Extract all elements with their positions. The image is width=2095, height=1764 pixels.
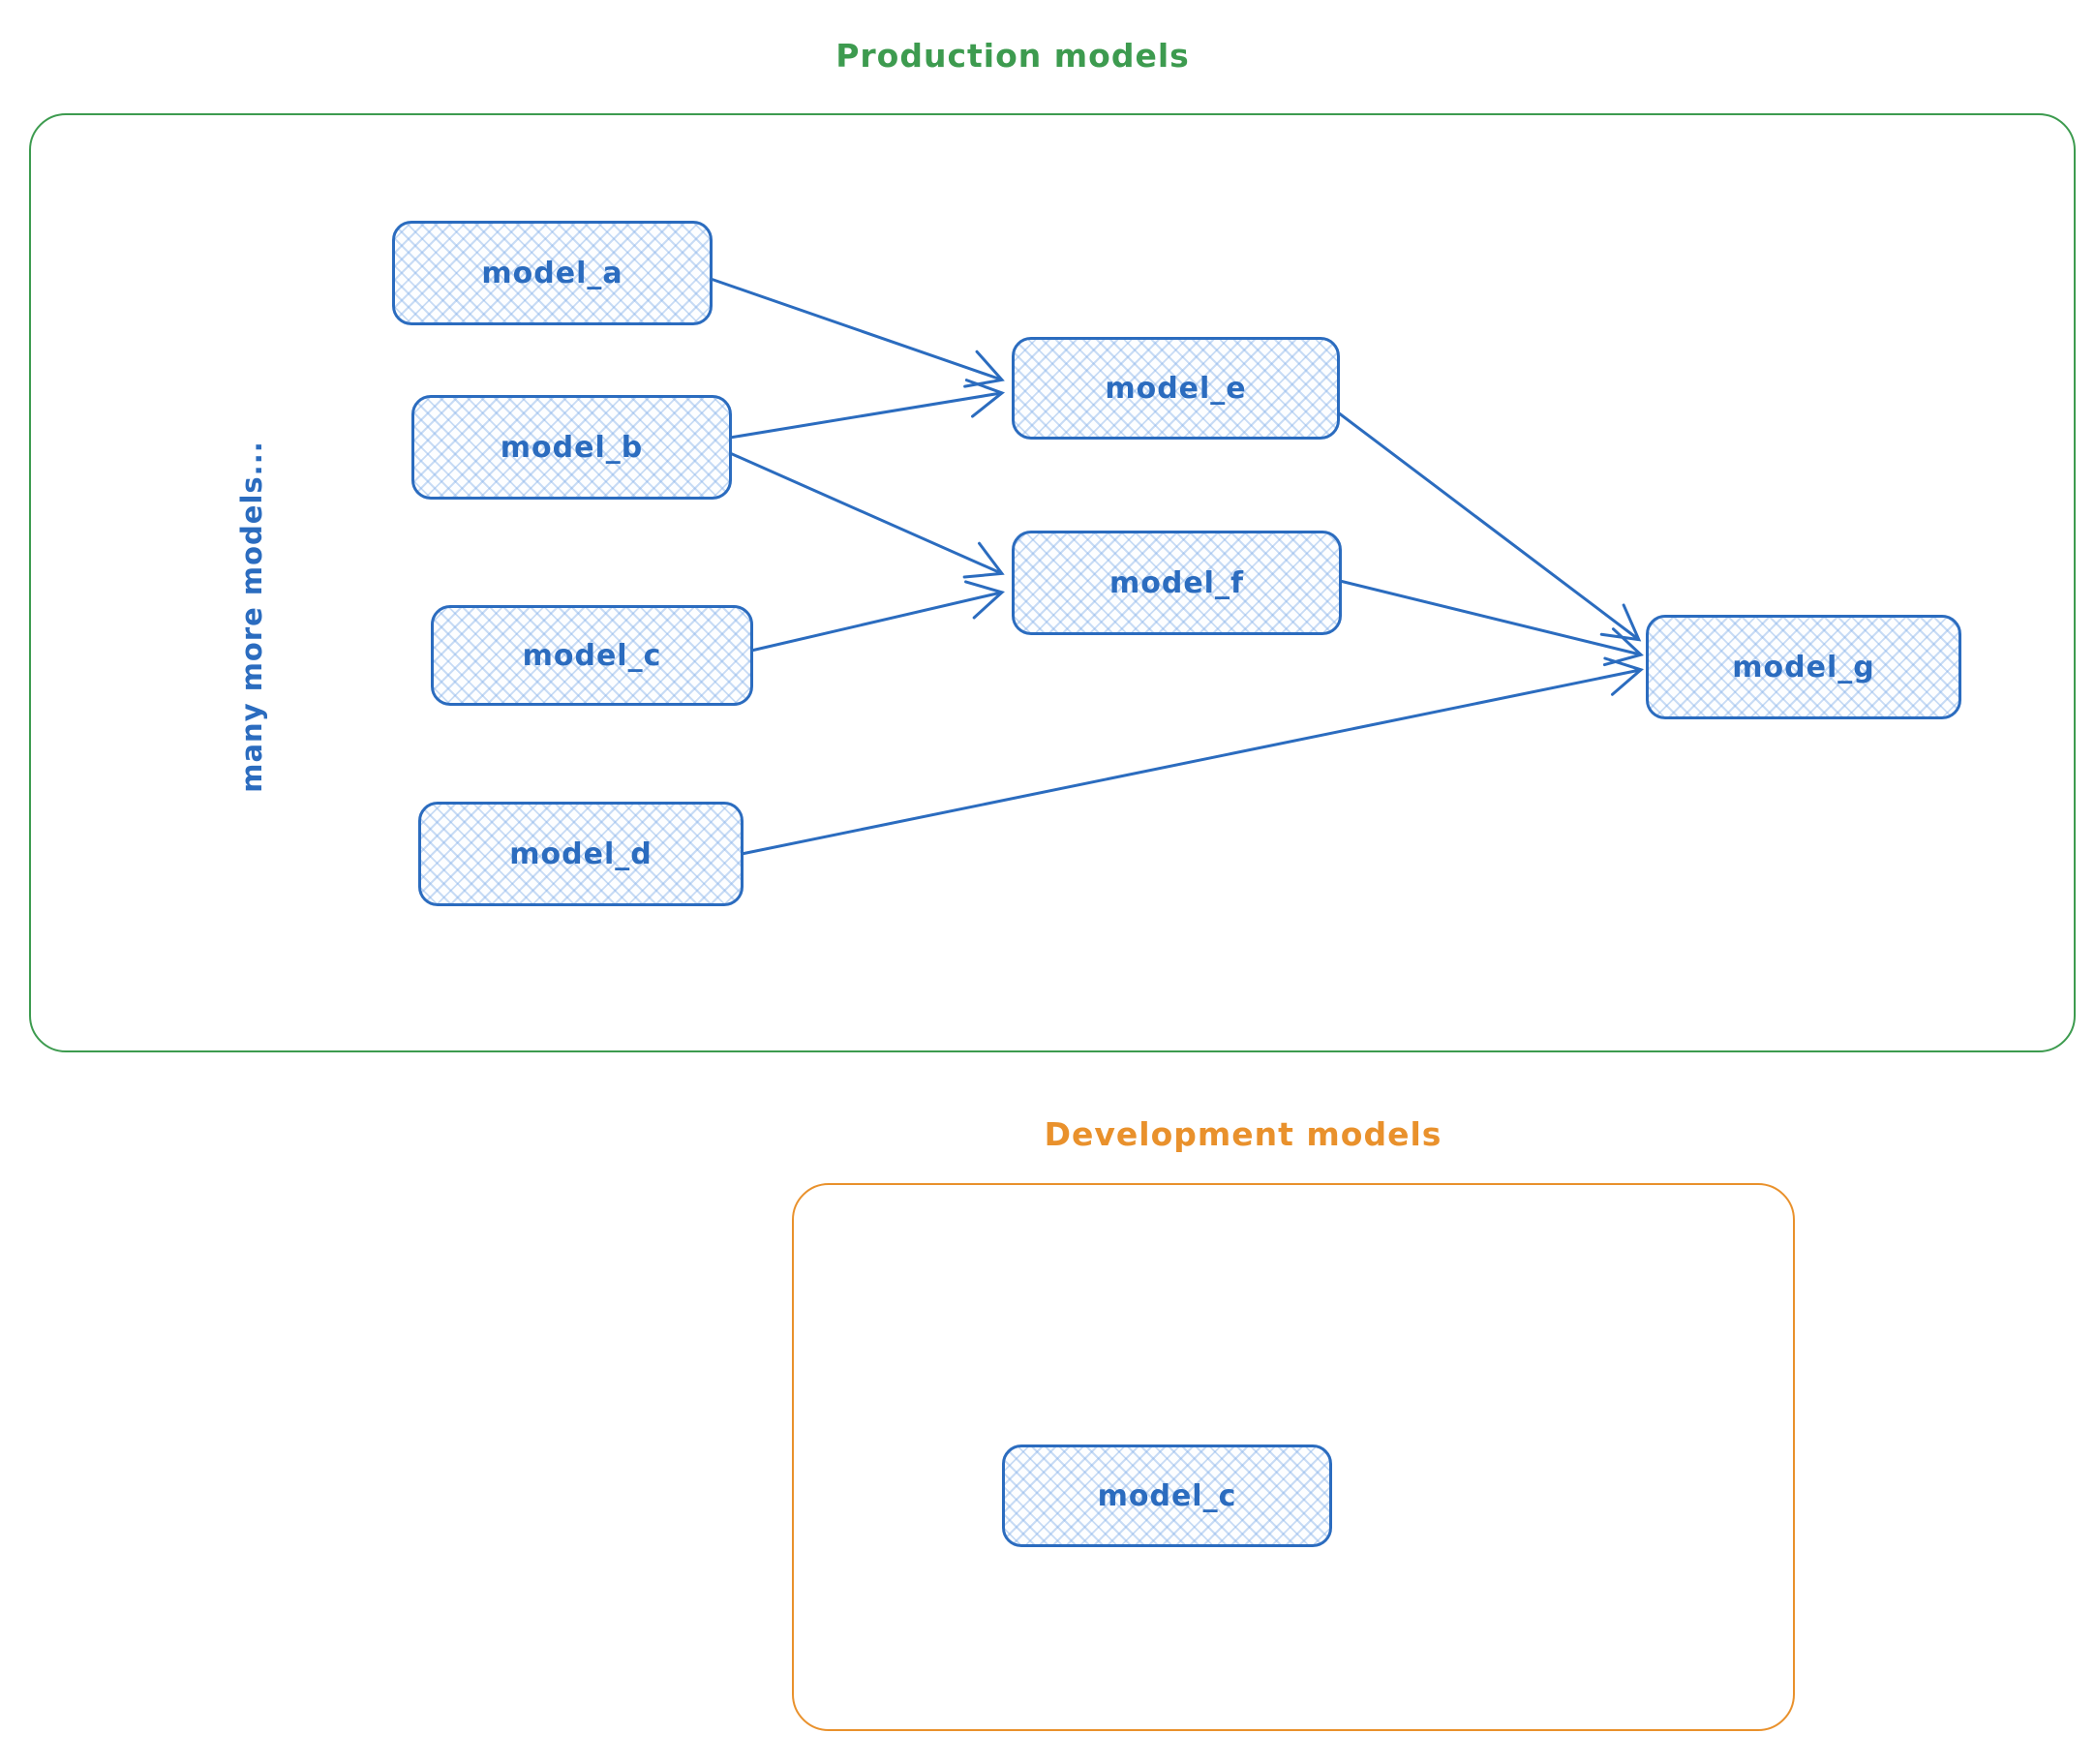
node-model_g-label: model_g [1732, 650, 1875, 684]
node-dev-model_c: model_c [1002, 1445, 1332, 1547]
many-more-models-label: many more models... [235, 441, 268, 793]
node-model_f-label: model_f [1108, 565, 1245, 600]
node-dev-model_c-label: model_c [1097, 1478, 1237, 1513]
node-model_g: model_g [1646, 615, 1961, 719]
node-model_f: model_f [1012, 531, 1342, 635]
production-group-title: Production models [835, 37, 1190, 75]
production-group-box [29, 113, 2076, 1052]
node-model_e-label: model_e [1105, 371, 1247, 406]
node-model_c: model_c [431, 605, 753, 706]
node-model_b: model_b [411, 395, 732, 500]
node-model_c-label: model_c [522, 638, 662, 673]
development-group-box [792, 1183, 1795, 1731]
node-model_d: model_d [418, 802, 744, 906]
node-model_e: model_e [1012, 337, 1340, 440]
node-model_a: model_a [392, 221, 713, 325]
development-group-title: Development models [1044, 1115, 1442, 1153]
node-model_a-label: model_a [481, 256, 623, 290]
node-model_b-label: model_b [500, 430, 644, 465]
node-model_d-label: model_d [509, 836, 653, 871]
